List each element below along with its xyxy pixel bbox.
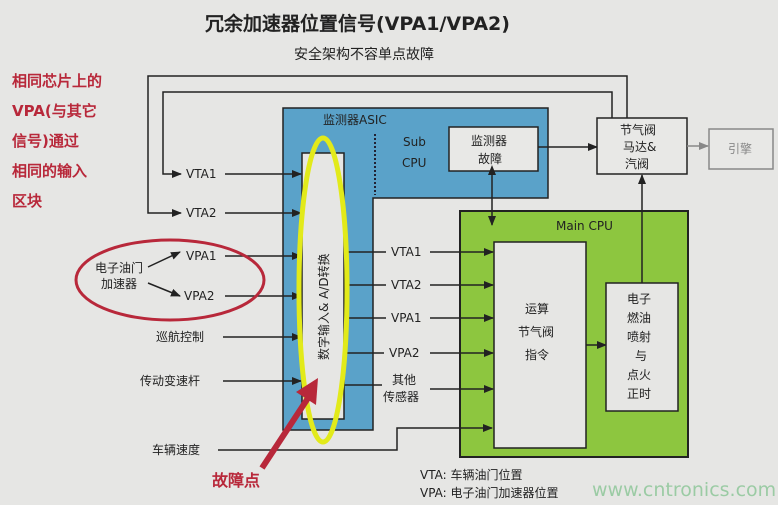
svg-text:信号)通过: 信号)通过 [12, 132, 79, 150]
signal-vpa2: VPA2 [389, 346, 420, 360]
mid-signals [344, 248, 494, 393]
side-note: 相同芯片上的 VPA(与其它 信号)通过 相同的输入 区块 [12, 72, 102, 210]
diagram-subtitle: 安全架构不容单点故障 [294, 46, 434, 63]
watermark: www.cntronics.com [592, 479, 776, 501]
input-cruise-control: 巡航控制 [156, 329, 204, 344]
svg-text:相同芯片上的: 相同芯片上的 [12, 72, 102, 90]
compute-label-2: 节气阀 [518, 324, 554, 339]
compute-throttle-box [493, 241, 587, 449]
pedal-label-2: 加速器 [101, 277, 137, 291]
svg-text:燃油: 燃油 [627, 310, 651, 325]
input-vehicle-speed: 车辆速度 [152, 442, 200, 457]
svg-text:点火: 点火 [627, 368, 651, 382]
svg-text:区块: 区块 [12, 192, 43, 210]
input-gear-lever: 传动变速杆 [140, 373, 200, 388]
left-inputs [147, 170, 493, 451]
input-vpa1: VPA1 [186, 249, 217, 263]
legend-vta: VTA: 车辆油门位置 [420, 467, 522, 482]
diagram-title: 冗余加速器位置信号(VPA1/VPA2) [205, 12, 510, 35]
fault-point-arrow [259, 393, 313, 470]
compute-label-3: 指令 [525, 347, 549, 362]
signal-other-2: 传感器 [383, 389, 419, 404]
engine-box [708, 128, 774, 170]
throttle-motor-label-1: 节气阀 [620, 122, 656, 137]
feedback-lines [147, 75, 628, 217]
asic-label: 监测器ASIC [323, 113, 387, 127]
input-vpa2: VPA2 [184, 289, 215, 303]
adc-box [301, 152, 345, 420]
compute-label-1: 运算 [525, 301, 549, 316]
sub-cpu-label-1: Sub [403, 135, 426, 149]
svg-text:与: 与 [635, 349, 647, 363]
pedal-highlight-ellipse [74, 238, 266, 322]
monitor-fault-label-2: 故障 [478, 151, 502, 166]
signal-vta2: VTA2 [391, 278, 421, 292]
svg-text:喷射: 喷射 [627, 329, 651, 344]
svg-text:正时: 正时 [627, 387, 651, 401]
fault-point-label: 故障点 [212, 471, 260, 490]
monitor-fault-box [448, 126, 539, 172]
sub-cpu-label-2: CPU [402, 156, 426, 170]
asic-block [282, 107, 549, 431]
throttle-motor-label-3: 汽阀 [625, 156, 649, 171]
signal-vpa1: VPA1 [391, 311, 422, 325]
fault-arrow-head-icon [296, 378, 318, 405]
throttle-motor-label-2: 马达& [623, 140, 656, 154]
monitor-fault-label-1: 监测器 [471, 134, 507, 148]
main-cpu-label: Main CPU [556, 219, 613, 233]
signal-other-1: 其他 [392, 373, 416, 387]
injection-box [605, 282, 679, 412]
injection-label: 电子 燃油 喷射 与 点火 正时 [627, 292, 651, 401]
svg-text:VPA(与其它: VPA(与其它 [12, 102, 97, 120]
input-vta2: VTA2 [186, 206, 216, 220]
svg-text:相同的输入: 相同的输入 [12, 162, 87, 180]
input-vta1: VTA1 [186, 167, 216, 181]
svg-text:电子: 电子 [627, 292, 651, 306]
engine-label: 引擎 [728, 141, 752, 156]
signal-vta1: VTA1 [391, 245, 421, 259]
legend-vpa: VPA: 电子油门加速器位置 [420, 485, 559, 500]
adc-highlight-ellipse [296, 135, 350, 445]
pedal-label-1: 电子油门 [95, 260, 143, 275]
adc-label: 数字输入& A/D转换 [316, 253, 331, 360]
